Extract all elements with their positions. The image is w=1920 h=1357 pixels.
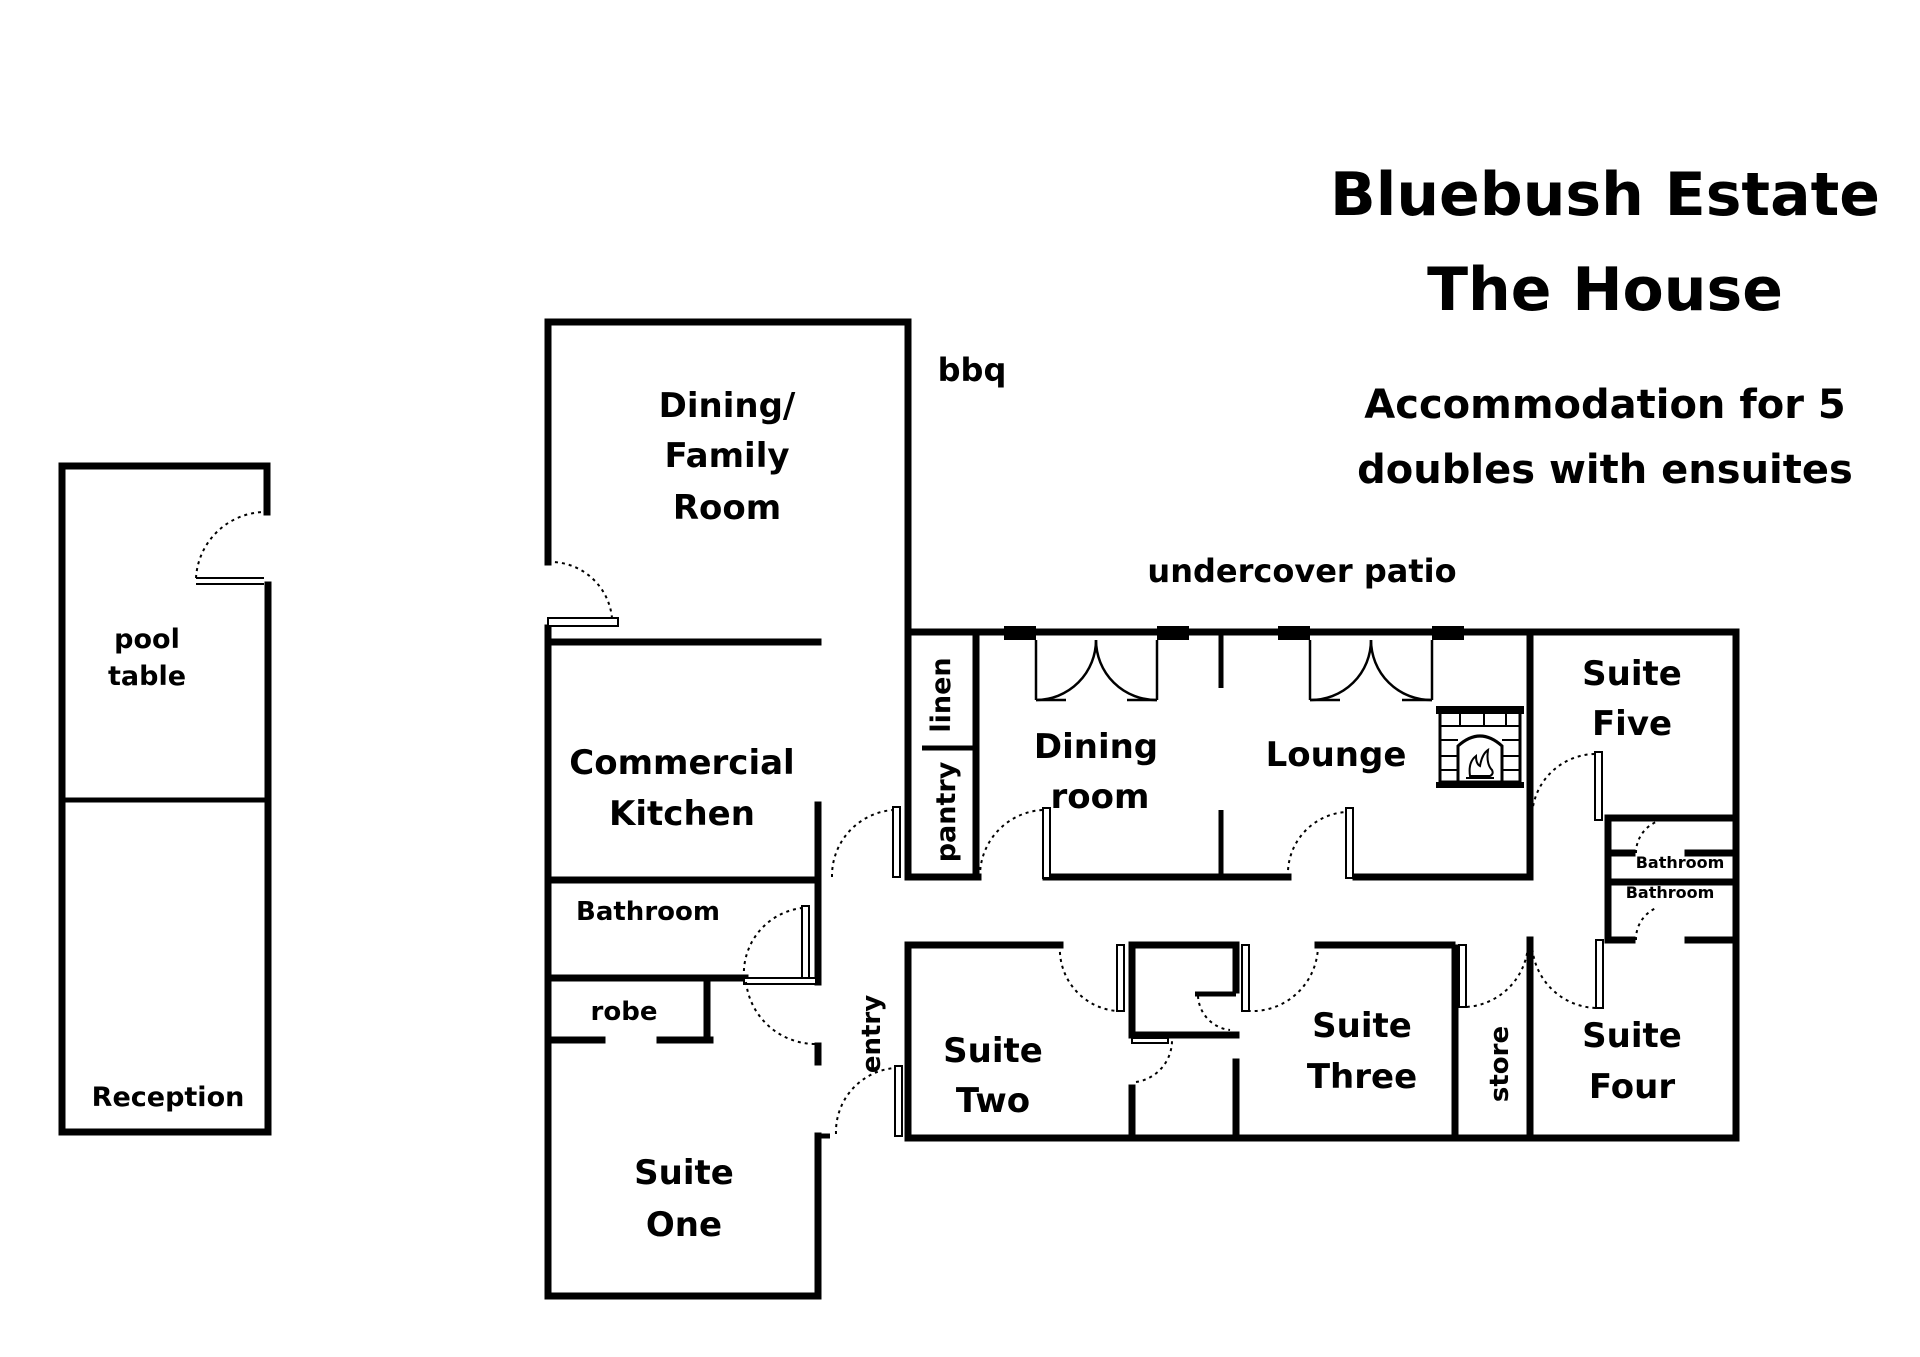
subtitle-line-2: doubles with ensuites: [1357, 447, 1853, 493]
outbuilding: [58, 462, 272, 1136]
pool-table-label-2: table: [108, 661, 186, 692]
suite-two-label-2: Two: [956, 1081, 1030, 1121]
undercover-patio-label: undercover patio: [1147, 552, 1456, 590]
dining-family-label-1: Dining/: [659, 386, 796, 426]
suite-five-label-1: Suite: [1582, 654, 1682, 694]
entry-label: entry: [857, 995, 887, 1073]
suite-one-label-1: Suite: [634, 1153, 734, 1193]
lounge-label: Lounge: [1266, 735, 1407, 775]
suite-five-label-2: Five: [1592, 704, 1672, 744]
suite-three-label-2: Three: [1307, 1057, 1417, 1097]
suite-one-label-2: One: [646, 1205, 722, 1245]
linen-label: linen: [926, 657, 957, 732]
main-house-walls: [544, 318, 1740, 1300]
commercial-kitchen-label-2: Kitchen: [609, 794, 755, 834]
bathroom-suite-four-label: Bathroom: [1626, 883, 1715, 902]
suite-three-label-1: Suite: [1312, 1006, 1412, 1046]
dining-room-label-2: room: [1051, 777, 1150, 817]
commercial-kitchen-label-1: Commercial: [569, 743, 794, 783]
suite-four-label-2: Four: [1589, 1067, 1675, 1107]
bbq-label: bbq: [938, 351, 1007, 389]
interior-doors: [547, 560, 1657, 1137]
bathroom-main-label: Bathroom: [576, 897, 720, 927]
house-title: The House: [1427, 255, 1783, 325]
dining-room-label-1: Dining: [1034, 727, 1158, 767]
pantry-label: pantry: [931, 761, 962, 862]
robe-label: robe: [591, 997, 658, 1027]
estate-title: Bluebush Estate: [1330, 160, 1880, 230]
subtitle-line-1: Accommodation for 5: [1364, 382, 1845, 428]
fireplace-icon: [1436, 706, 1524, 788]
store-label: store: [1485, 1026, 1515, 1102]
reception-label: Reception: [92, 1082, 245, 1113]
bathroom-suite-five-label: Bathroom: [1636, 853, 1725, 872]
pool-table-label-1: pool: [114, 624, 180, 655]
suite-two-label-1: Suite: [943, 1031, 1043, 1071]
patio-door-frames: [1004, 626, 1464, 702]
dining-family-label-2: Family: [664, 436, 789, 476]
dining-family-label-3: Room: [673, 488, 781, 528]
suite-four-label-1: Suite: [1582, 1016, 1682, 1056]
